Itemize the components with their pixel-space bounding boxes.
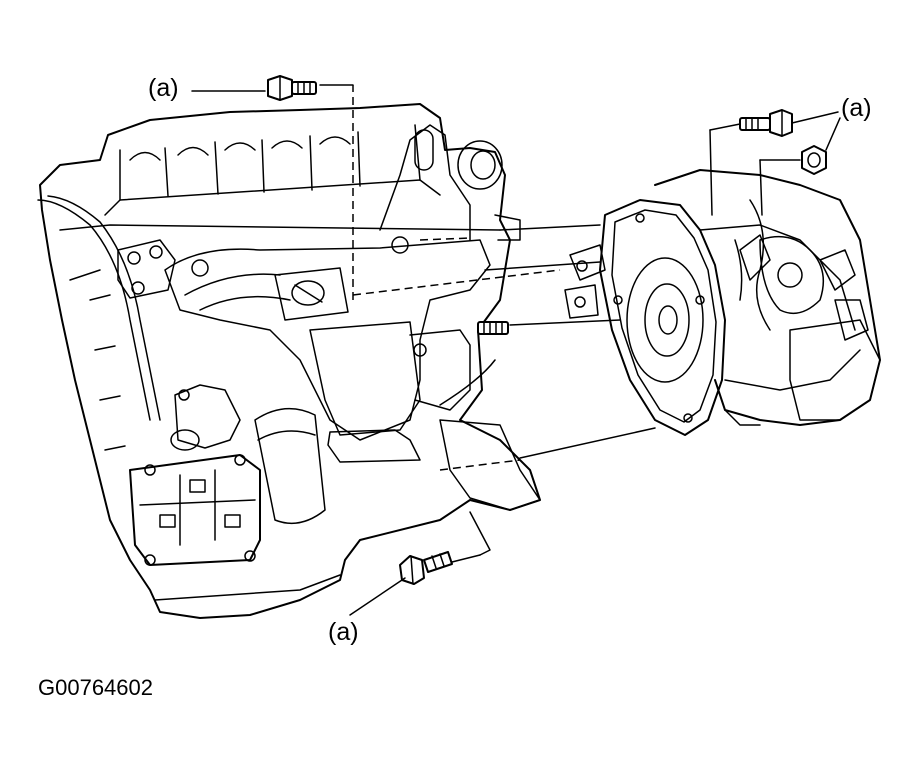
engine-block xyxy=(37,103,541,619)
figure-code: G00764602 xyxy=(38,675,153,700)
callout-label-top: (a) xyxy=(148,74,179,102)
bolt-icon xyxy=(739,109,839,137)
stud-icon xyxy=(477,321,509,335)
callout-label-bottom: (a) xyxy=(328,618,359,646)
bolt-icon xyxy=(349,551,453,616)
callout-label-right: (a) xyxy=(841,94,872,122)
alignment-lines xyxy=(319,84,801,566)
transaxle-assembly xyxy=(564,169,881,436)
bolt-icon xyxy=(191,75,317,101)
nut-icon xyxy=(801,117,841,175)
